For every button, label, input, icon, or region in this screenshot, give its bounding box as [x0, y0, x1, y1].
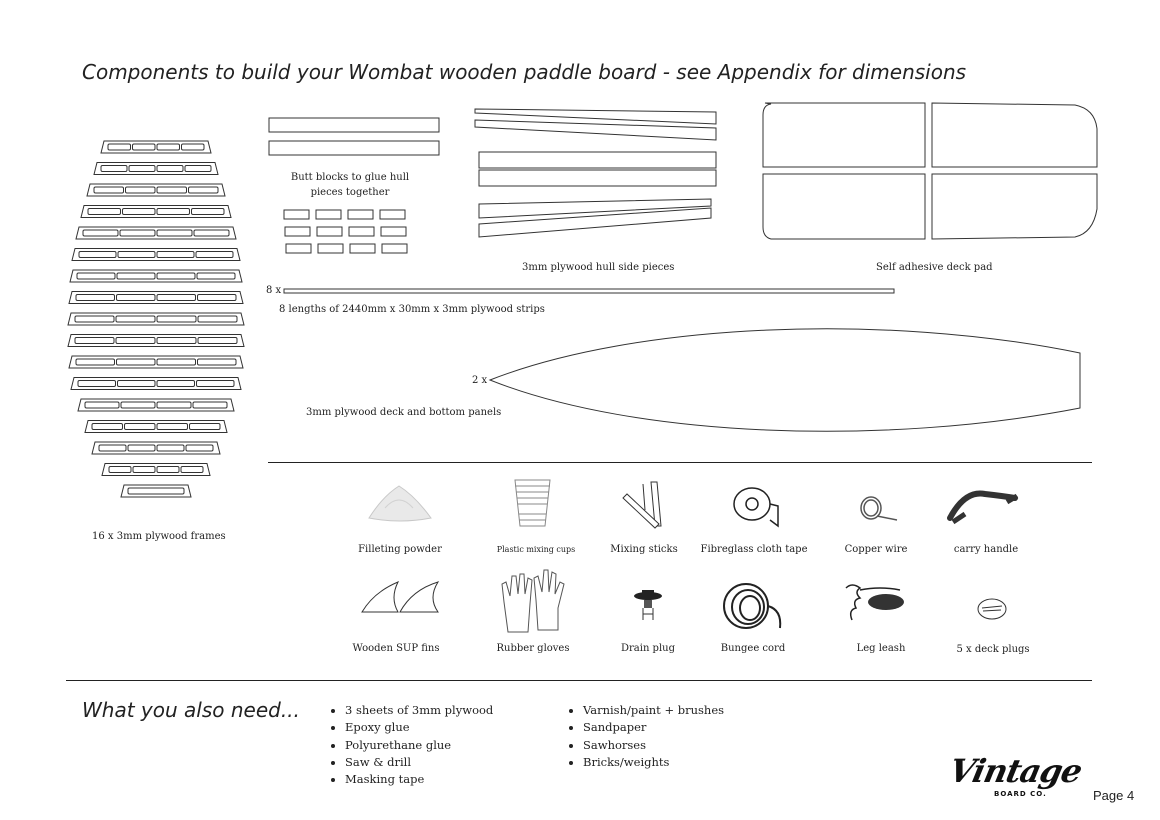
- bungee-cord-icon: [723, 583, 782, 629]
- hardware-label-8: Rubber gloves: [496, 643, 570, 654]
- leg-leash-icon: [845, 584, 904, 621]
- hardware-label-6: carry handle: [953, 544, 1019, 555]
- also-need-item: Bricks/weights: [583, 754, 724, 771]
- hardware-label-7: Wooden SUP fins: [352, 643, 440, 654]
- deck-pad-label: Self adhesive deck pad: [876, 262, 993, 273]
- hardware-label-1: Filleting powder: [358, 544, 442, 555]
- plywood-strip: [283, 288, 895, 294]
- strips-label: 8 lengths of 2440mm x 30mm x 3mm plywood…: [279, 304, 545, 315]
- page-title: Components to build your Wombat wooden p…: [82, 60, 967, 84]
- hardware-label-12: 5 x deck plugs: [956, 644, 1030, 655]
- also-need-title: What you also need...: [82, 698, 300, 722]
- tape-roll-icon: [733, 487, 779, 528]
- frames-label: 16 x 3mm plywood frames: [92, 531, 226, 542]
- hardware-label-10: Bungee cord: [720, 643, 786, 654]
- hardware-label-9: Drain plug: [620, 643, 676, 654]
- mixing-sticks-icon: [622, 481, 662, 529]
- also-need-list-1: 3 sheets of 3mm plywoodEpoxy gluePolyure…: [331, 702, 493, 788]
- deck-panel-drawing: [488, 328, 1081, 432]
- strips-qty: 8 x: [266, 285, 282, 296]
- logo-main-text: Vintage: [945, 752, 1085, 790]
- also-need-item: Epoxy glue: [345, 719, 493, 736]
- wire-coil-icon: [860, 496, 898, 521]
- also-need-item: 3 sheets of 3mm plywood: [345, 702, 493, 719]
- section-divider-2: [66, 680, 1092, 681]
- also-need-item: Polyurethane glue: [345, 737, 493, 754]
- vintage-logo: Vintage BOARD CO.: [946, 752, 1085, 812]
- panels-qty: 2 x: [472, 375, 488, 386]
- frames-drawing: [67, 140, 245, 498]
- powder-pile-icon: [368, 485, 432, 522]
- hardware-label-4: Fibreglass cloth tape: [700, 544, 808, 555]
- mixing-cups-icon: [514, 479, 551, 527]
- also-need-list-2: Varnish/paint + brushesSandpaperSawhorse…: [569, 702, 724, 771]
- hardware-label-3: Mixing sticks: [610, 544, 678, 555]
- butt-blocks-small: [283, 209, 408, 254]
- gloves-icon: [501, 569, 565, 633]
- fins-icon: [361, 581, 440, 613]
- also-need-item: Varnish/paint + brushes: [583, 702, 724, 719]
- logo-sub-text: BOARD CO.: [994, 790, 1047, 798]
- also-need-item: Sandpaper: [583, 719, 724, 736]
- section-divider: [268, 462, 1092, 463]
- hardware-label-11: Leg leash: [856, 643, 906, 654]
- deck-pad-drawing: [762, 102, 1098, 240]
- carry-handle-icon: [947, 490, 1019, 525]
- panels-label: 3mm plywood deck and bottom panels: [306, 407, 502, 418]
- page-number: Page 4: [1093, 788, 1135, 803]
- also-need-item: Masking tape: [345, 771, 493, 788]
- also-need-item: Sawhorses: [583, 737, 724, 754]
- deck-plug-icon: [977, 598, 1007, 620]
- drain-plug-icon: [634, 590, 662, 620]
- hull-side-pieces: [474, 108, 717, 238]
- hardware-label-5: Copper wire: [844, 544, 908, 555]
- hardware-label-2: Plastic mixing cups: [496, 545, 576, 554]
- hull-sides-label: 3mm plywood hull side pieces: [522, 262, 675, 273]
- also-need-item: Saw & drill: [345, 754, 493, 771]
- butt-block-bars: [268, 117, 440, 156]
- butt-blocks-label: Butt blocks to glue hull pieces together: [290, 172, 410, 198]
